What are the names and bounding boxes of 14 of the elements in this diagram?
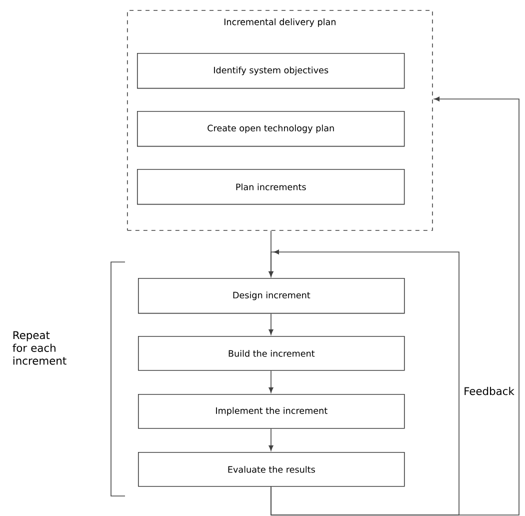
arrow	[268, 370, 274, 393]
edge-label: Feedback	[462, 384, 516, 398]
feedback-arrow	[270, 96, 520, 516]
process-box: Implement the increment	[138, 394, 405, 429]
process-box: Identify system objectives	[137, 53, 405, 89]
arrow	[268, 313, 274, 335]
process-box: Design increment	[138, 278, 405, 314]
side-note: Repeat for each increment	[12, 331, 66, 365]
feedback-arrow	[268, 250, 460, 516]
arrow	[268, 428, 274, 451]
process-box: Build the increment	[138, 336, 405, 371]
process-box: Plan increments	[137, 169, 405, 205]
process-box: Evaluate the results	[138, 452, 405, 487]
process-box: Create open technology plan	[137, 111, 405, 147]
